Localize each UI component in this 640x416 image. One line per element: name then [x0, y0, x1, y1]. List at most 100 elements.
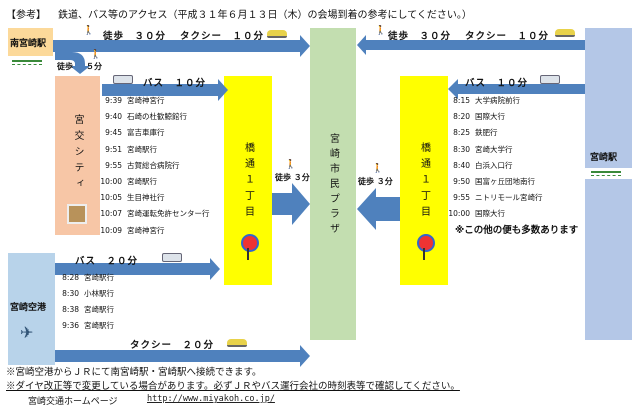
- destination: 宮崎駅行: [127, 177, 157, 187]
- destination: 小林駅行: [84, 289, 114, 298]
- arrow-transfer-curve: [55, 52, 90, 74]
- departure-time: 10:00: [100, 177, 122, 187]
- departure-time: 9:36: [62, 321, 79, 330]
- destination: 国際大行: [475, 112, 505, 122]
- departure-time: 9:55: [453, 193, 470, 203]
- miyako-city-label: 宮交シティ: [72, 114, 83, 194]
- schedule-row: 9:40 石崎の杜歓鯨館行: [100, 109, 210, 125]
- schedule-airport: 8:28 宮崎駅行 8:30 小林駅行 8:38 宮崎駅行 9:36 宮崎駅行: [57, 270, 114, 334]
- airplane-icon: ✈: [20, 323, 34, 342]
- schedule-row: 8:30 小林駅行: [57, 286, 114, 302]
- schedule-row: 9:55 古賀総合病院行: [100, 158, 210, 174]
- bus-stop-icon: [241, 234, 259, 260]
- train-icon: [591, 171, 621, 176]
- arrow-miyazaki-to-plaza: [357, 35, 585, 55]
- departure-time: 10:09: [100, 225, 122, 235]
- schedule-row: 10:00 国際大行: [448, 206, 543, 222]
- train-icon: [12, 60, 42, 65]
- schedule-row: 10:05 生目神社行: [100, 190, 210, 206]
- departure-time: 10:00: [448, 209, 470, 219]
- schedule-row: 10:00 宮崎駅行: [100, 174, 210, 190]
- departure-time: 8:38: [62, 305, 79, 314]
- walk-time-top-right: 徒歩 ３０分: [388, 31, 452, 42]
- destination: 生目神社行: [127, 193, 165, 203]
- stop-left-label: 橋通１丁目: [242, 142, 254, 222]
- departure-time: 9:40: [105, 112, 122, 122]
- miyako-city-box: 宮交シティ: [55, 76, 100, 235]
- walk-icon: 🚶: [375, 26, 387, 36]
- departure-time: 9:39: [105, 96, 122, 105]
- destination: 宮崎駅行: [84, 321, 114, 330]
- departure-time: 9:51: [105, 144, 122, 154]
- transfer-walk-label: 徒歩: [57, 62, 73, 71]
- homepage-link[interactable]: http://www.miyakoh.co.jp/: [147, 394, 275, 404]
- arrow-bus-airport: [55, 258, 220, 280]
- walk-time-top-left: 徒歩 ３０分: [103, 31, 167, 42]
- page-title: 鉄道、バス等のアクセス（平成３１年６月１３日（木）の会場到着の参考にしてください…: [58, 10, 472, 21]
- rail-band: [585, 168, 632, 179]
- destination: 宮崎駅行: [84, 273, 114, 282]
- miyazaki-station-box: 宮崎駅: [585, 28, 632, 340]
- plaza-label: 宮崎市民プラザ: [327, 133, 339, 238]
- bus-icon: [162, 253, 182, 262]
- airport-label: 宮崎空港: [10, 303, 47, 313]
- walk-icon: 🚶: [90, 50, 102, 60]
- destination: ニトリモール宮崎行: [475, 193, 543, 203]
- walk-icon: 🚶: [83, 26, 95, 36]
- destination: 古賀総合病院行: [127, 160, 180, 170]
- taxi-time-top-left: タクシー １０分: [180, 31, 265, 42]
- taxi-time-top-right: タクシー １０分: [465, 31, 550, 42]
- destination: 宮崎駅行: [84, 305, 114, 314]
- walk-icon: 🚶: [285, 160, 297, 170]
- destination: 鉄肥行: [475, 128, 498, 138]
- stop-right-box: 橋通１丁目: [400, 76, 448, 285]
- airport-box: 宮崎空港 ✈: [8, 253, 55, 365]
- destination: 宮崎神宮行: [127, 96, 165, 105]
- departure-time: 8:25: [453, 128, 470, 138]
- bus-time-right: バス １０分: [465, 78, 529, 89]
- minami-miyazaki-label: 南宮崎駅: [10, 39, 47, 49]
- destination: 富吉車庫行: [127, 128, 165, 138]
- departure-time: 8:28: [62, 273, 79, 282]
- schedule-row: 9:55 ニトリモール宮崎行: [448, 190, 543, 206]
- bus-stop-icon: [417, 234, 435, 260]
- departure-time: 8:30: [62, 289, 79, 298]
- stop-right-label: 橋通１丁目: [418, 142, 430, 222]
- stop-left-box: 橋通１丁目: [224, 76, 272, 285]
- departure-time: 8:30: [453, 144, 470, 154]
- reference-tag: 【参考】: [6, 10, 46, 21]
- taxi-icon: [555, 29, 575, 37]
- homepage-label: 宮崎交通ホームページ: [28, 397, 118, 407]
- schedule-row: 9:39 宮崎神宮行: [100, 93, 210, 109]
- departure-time: 9:50: [453, 177, 470, 187]
- walk-time-right: 徒歩 ３分: [358, 177, 393, 186]
- schedule-row: 8:38 宮崎駅行: [57, 302, 114, 318]
- plaza-box: 宮崎市民プラザ: [310, 28, 356, 340]
- arrow-walk-left: [272, 183, 310, 225]
- taxi-icon: [227, 339, 247, 347]
- transfer-time-label: ５分: [86, 62, 102, 71]
- taxi-icon: [267, 30, 287, 38]
- destination: 宮崎運転免許センター行: [127, 209, 210, 219]
- arrow-bus-left: [102, 79, 228, 101]
- walk-icon: 🚶: [372, 164, 384, 174]
- schedule-row: 9:36 宮崎駅行: [57, 318, 114, 334]
- departure-time: 8:40: [453, 160, 470, 170]
- departure-time: 8:20: [453, 112, 470, 122]
- destination: 石崎の杜歓鯨館行: [127, 112, 187, 122]
- departure-time: 9:55: [105, 160, 122, 170]
- destination: 大学病院前行: [475, 96, 520, 105]
- destination: 国際大行: [475, 209, 505, 219]
- schedule-row: 8:25 鉄肥行: [448, 125, 543, 141]
- departure-time: 10:05: [100, 193, 122, 203]
- walk-time-left: 徒歩 ３分: [275, 173, 310, 182]
- bus-time-left: バス １０分: [143, 78, 207, 89]
- departure-time: 9:45: [105, 128, 122, 138]
